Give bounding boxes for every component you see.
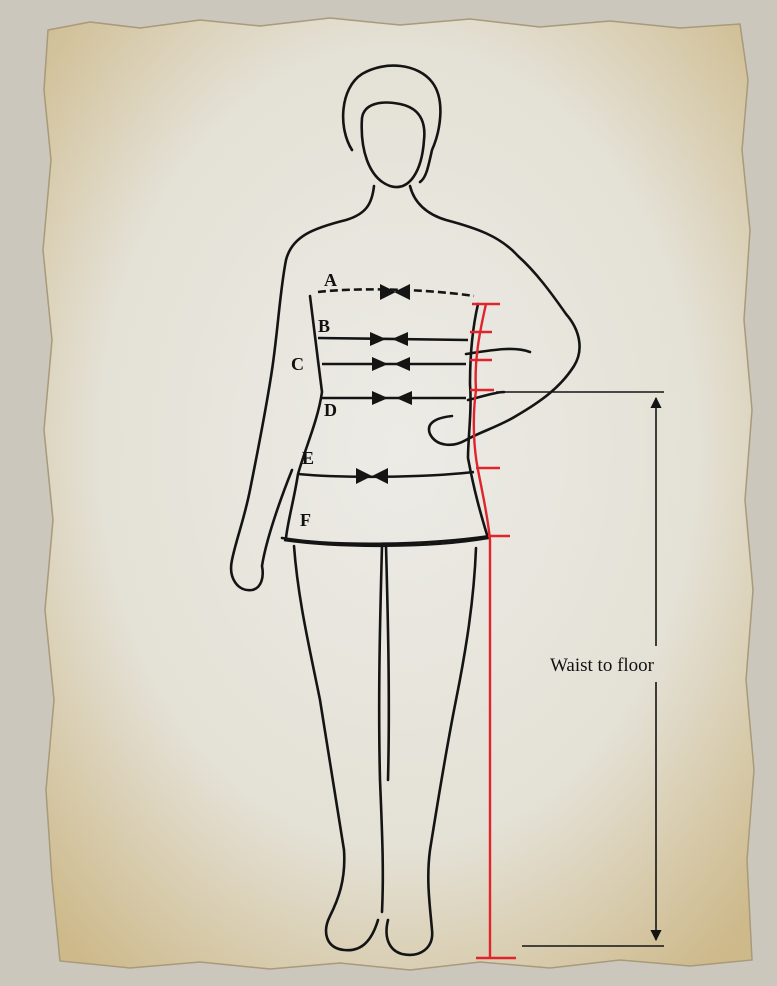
waist-to-floor-label: Waist to floor — [550, 655, 655, 676]
label-d: D — [324, 400, 337, 420]
label-f: F — [300, 510, 311, 530]
paper-card — [43, 18, 754, 970]
label-a: A — [324, 270, 337, 290]
label-e: E — [302, 448, 314, 468]
label-b: B — [318, 316, 330, 336]
label-c: C — [291, 354, 304, 374]
